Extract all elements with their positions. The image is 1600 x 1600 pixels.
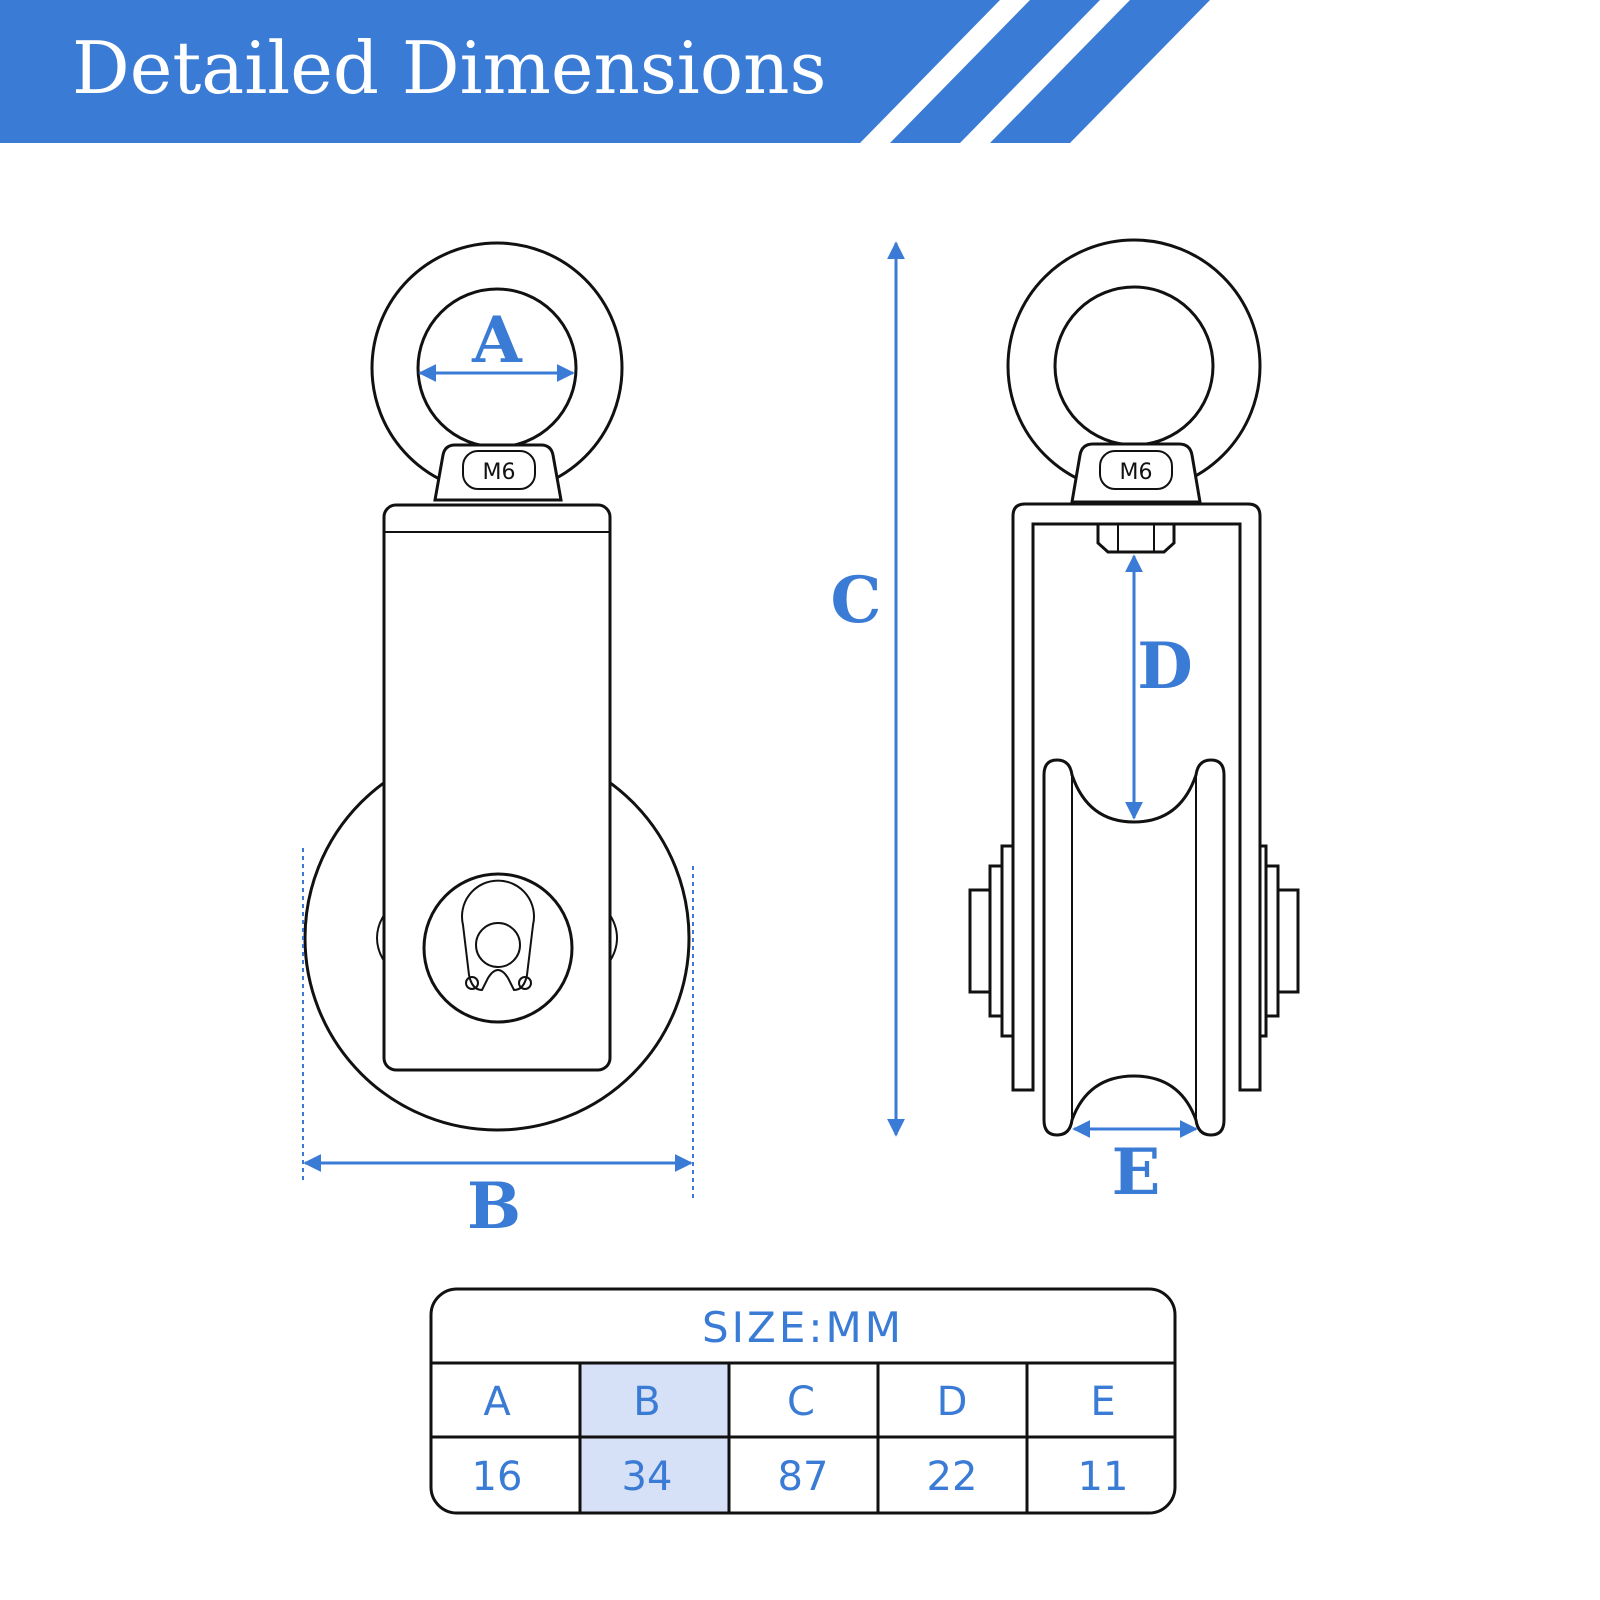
side-swivel-nut — [1070, 442, 1202, 504]
size-table: SIZE:MM A B C D E 16 34 87 22 11 — [429, 1287, 1177, 1515]
size-table-value-d: 22 — [927, 1454, 978, 1500]
dim-a-label: A — [471, 303, 523, 378]
size-table-value-b: 34 — [622, 1454, 673, 1500]
dim-b-label: B — [467, 1169, 521, 1244]
size-table-value-c: 87 — [778, 1454, 829, 1500]
size-table-header-b: B — [633, 1379, 660, 1425]
size-table-header-e: E — [1090, 1379, 1115, 1425]
side-thread-badge — [1099, 450, 1173, 490]
side-view: M6 D E — [968, 238, 1300, 1210]
side-u-bracket — [1011, 502, 1262, 1092]
side-eye-ring-inner — [1053, 285, 1215, 447]
size-table-header-a: A — [483, 1379, 511, 1425]
size-table-value-e: 11 — [1078, 1454, 1129, 1500]
side-hex-nut — [1096, 522, 1176, 554]
size-table-highlight-value — [580, 1437, 729, 1513]
size-table-title: SIZE:MM — [702, 1303, 904, 1352]
front-axle-pin — [475, 922, 521, 968]
front-thread-label: M6 — [483, 460, 516, 485]
size-table-header-c: C — [787, 1379, 815, 1425]
header-banner: Detailed Dimensions — [0, 0, 1210, 143]
header-stripe-2 — [990, 0, 1210, 143]
size-table-highlight-header — [580, 1363, 729, 1437]
dim-c: C — [831, 241, 905, 1137]
dim-e-label: E — [1112, 1135, 1161, 1210]
front-thread-badge — [462, 450, 536, 490]
header-title: Detailed Dimensions — [72, 26, 827, 110]
header-stripe-1 — [890, 0, 1100, 143]
front-clip-hole-left — [465, 976, 479, 990]
size-table-value-a: 16 — [472, 1454, 523, 1500]
size-table-header-d: D — [937, 1379, 968, 1425]
front-axle-boss — [422, 872, 574, 1024]
front-clip-hole-right — [518, 976, 532, 990]
front-view: M6 A B — [302, 241, 694, 1244]
header-bar — [0, 0, 1000, 143]
size-table-border — [429, 1287, 1177, 1515]
dim-d-label: D — [1137, 629, 1193, 704]
dim-c-label: C — [831, 563, 882, 638]
side-thread-label: M6 — [1120, 460, 1153, 485]
